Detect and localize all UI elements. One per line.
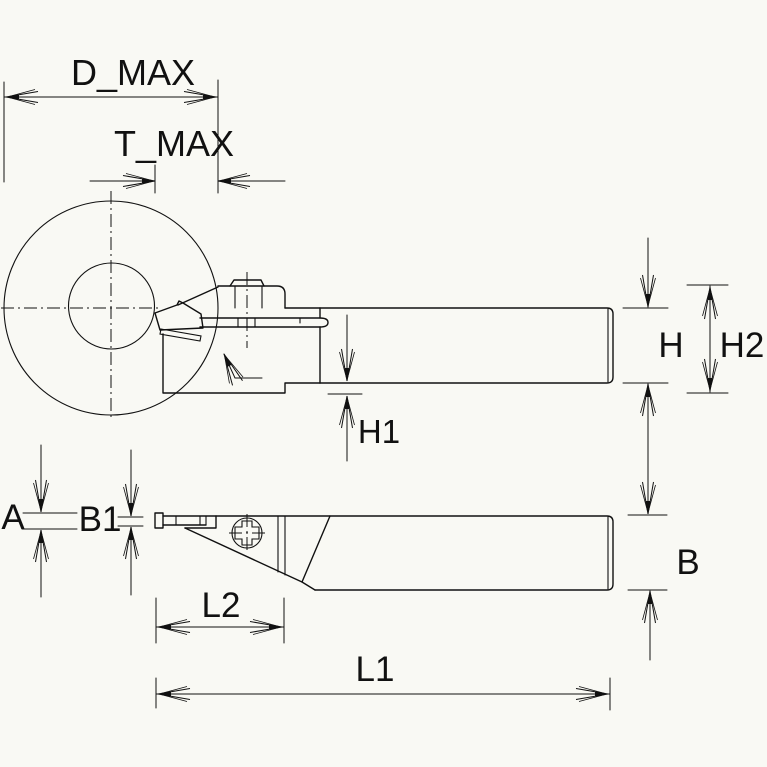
clamp-screw-cap xyxy=(229,279,265,287)
dimension-t-max: T_MAX xyxy=(89,123,286,194)
dimension-h2: H2 xyxy=(686,284,765,394)
dimension-b: B xyxy=(627,481,700,661)
insert-tip-top-view xyxy=(154,512,164,529)
dimension-label-h2: H2 xyxy=(720,326,765,365)
dimension-a: A xyxy=(1,444,78,598)
top-view xyxy=(154,512,614,591)
front-view xyxy=(1,191,614,421)
shank-outline xyxy=(284,307,614,384)
blade xyxy=(199,317,329,328)
dimension-label-a: A xyxy=(1,498,25,537)
cutting-insert xyxy=(154,300,204,342)
dimension-h: H xyxy=(622,237,684,514)
dimension-label-b1: B1 xyxy=(79,500,122,539)
dimension-label-h1: H1 xyxy=(358,413,400,450)
dimension-label-b: B xyxy=(676,543,699,582)
clamp-screw-top-view xyxy=(229,514,265,551)
top-view-outline xyxy=(154,512,614,591)
dimension-l1: L1 xyxy=(155,650,611,711)
dimension-label-h: H xyxy=(658,326,683,365)
dimension-label-d-max: D_MAX xyxy=(71,52,195,93)
dimension-l2: L2 xyxy=(155,586,285,644)
dimension-b1: B1 xyxy=(79,449,144,596)
clamp-screw-body xyxy=(234,285,263,309)
dimension-label-l1: L1 xyxy=(356,650,395,689)
tool-head-outline xyxy=(162,279,321,394)
dimension-label-t-max: T_MAX xyxy=(114,123,234,164)
dimension-h1: H1 xyxy=(327,314,400,462)
surface-leader-arrow xyxy=(216,350,263,387)
dimension-d-max: D_MAX xyxy=(3,52,219,194)
dimension-label-l2: L2 xyxy=(202,586,241,625)
